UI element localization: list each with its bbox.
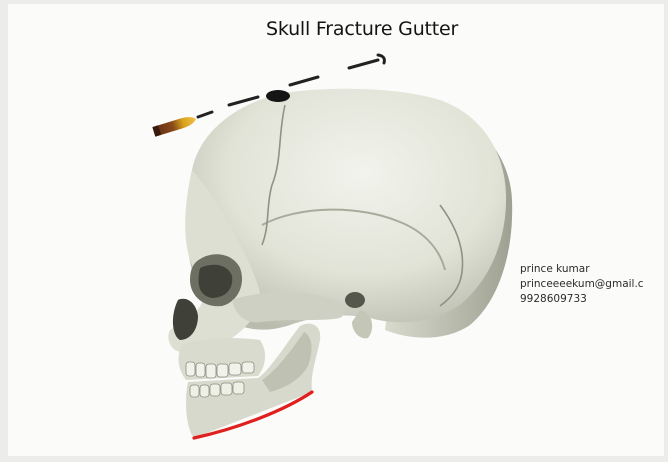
author-phone: 9928609733 [520, 292, 644, 307]
bullet-icon [152, 114, 197, 136]
author-name: prince kumar [520, 262, 644, 277]
author-credit: prince kumar princeeeekum@gmail.c 992860… [520, 262, 644, 307]
skull-icon [168, 89, 512, 438]
author-email: princeeeekum@gmail.c [520, 277, 644, 292]
gutter-hole-icon [266, 90, 290, 102]
